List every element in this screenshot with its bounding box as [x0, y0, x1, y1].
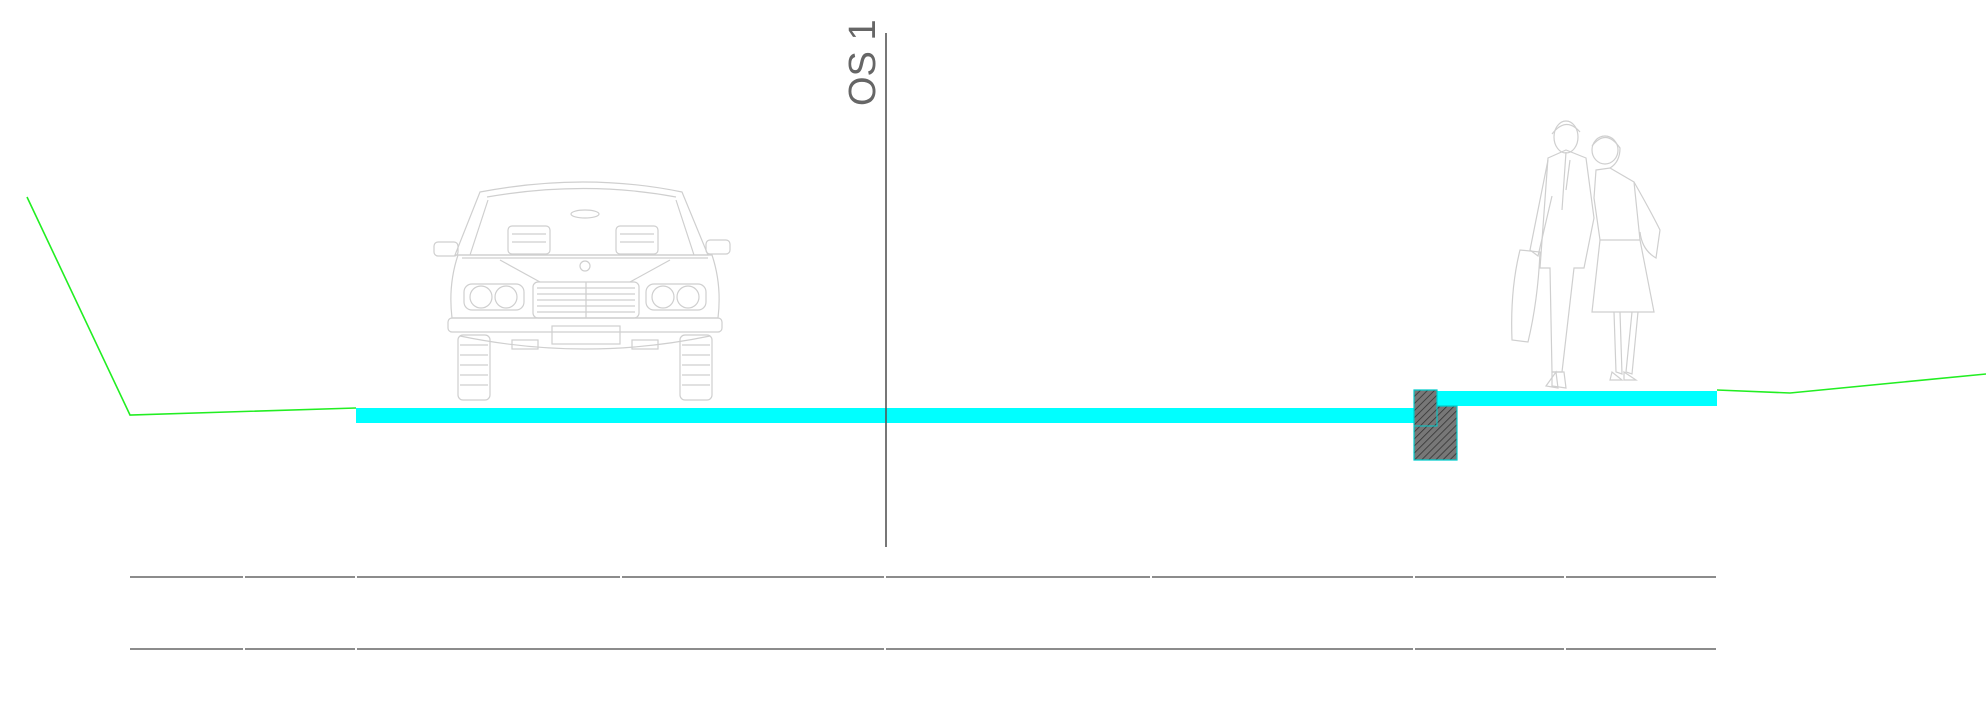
curb-hatch-icon — [1413, 389, 1458, 461]
car-front-icon — [433, 181, 731, 401]
terrain-line-left — [26, 196, 357, 416]
axis-label: OS 1 — [842, 19, 884, 106]
pedestrian-couple-icon — [1511, 120, 1661, 389]
roadway-pavement — [356, 408, 1414, 423]
profile-table — [130, 576, 1716, 650]
sidewalk-pavement — [1437, 391, 1717, 406]
terrain-line-right — [1716, 373, 1986, 394]
